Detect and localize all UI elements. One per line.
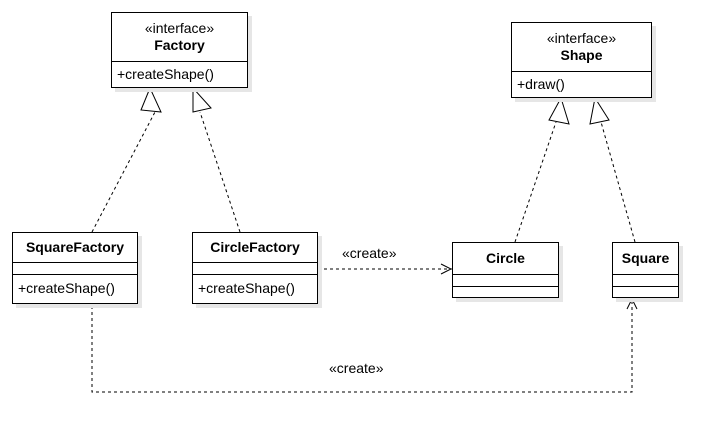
dependency-squarefactory-square [91,298,633,393]
factory-stereotype: «interface» [144,20,215,36]
circle-class-name: Circle [486,250,525,266]
factory-header: «interface» Factory [112,13,247,62]
realization-circle-shape [514,121,557,243]
dependency-arrowhead [626,297,638,310]
square-class: Square [612,242,679,298]
squarefactory-header: SquareFactory [13,233,137,263]
shape-class-name: Shape [560,47,603,63]
create-label-circle: «create» [342,245,397,261]
factory-class-name: Factory [154,37,205,53]
square-operations [613,287,678,297]
circlefactory-attributes [193,263,317,275]
square-attributes [613,275,678,287]
square-class-name: Square [621,250,670,266]
realization-arrowhead [548,96,570,125]
square-header: Square [613,243,678,275]
circlefactory-operations: +createShape() [198,280,295,296]
factory-interface-class: «interface» Factory +createShape() [111,12,248,88]
circle-operations [453,287,558,297]
squarefactory-attributes [13,263,137,275]
squarefactory-class-name: SquareFactory [25,239,125,255]
shape-interface-class: «interface» Shape +draw() [511,22,652,98]
create-label-square: «create» [329,360,384,376]
circle-class: Circle [452,242,559,298]
shape-operations: +draw() [517,76,565,92]
dependency-arrowhead [440,263,453,275]
factory-operations: +createShape() [117,66,214,82]
realization-arrowhead [589,96,610,125]
shape-stereotype: «interface» [546,30,617,46]
realization-square-shape [600,121,636,243]
realization-squarefactory-factory [91,111,156,233]
realization-arrowhead [140,86,162,113]
realization-arrowhead [192,86,212,113]
circle-attributes [453,275,558,287]
circlefactory-class: CircleFactory +createShape() [192,232,318,304]
realization-circlefactory-factory [199,111,241,233]
squarefactory-class: SquareFactory +createShape() [12,232,138,304]
circlefactory-class-name: CircleFactory [210,239,300,255]
circle-header: Circle [453,243,558,275]
shape-header: «interface» Shape [512,23,651,72]
circlefactory-header: CircleFactory [193,233,317,263]
squarefactory-operations: +createShape() [18,280,115,296]
